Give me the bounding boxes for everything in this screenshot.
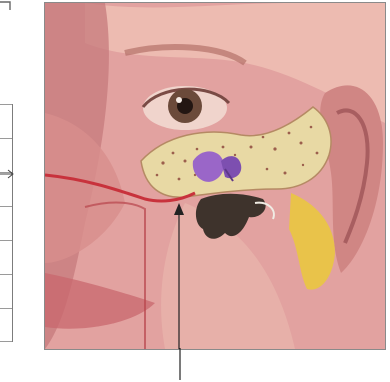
illustration-frame: [44, 2, 386, 350]
corner-mark: [0, 0, 18, 12]
label-line: [0, 138, 12, 139]
label-line: [0, 206, 12, 207]
ear-cross-section-illustration: [45, 3, 385, 349]
label-line: [0, 240, 12, 241]
label-line: [0, 274, 12, 275]
eye-highlight: [176, 97, 182, 103]
label-lines-panel: [0, 104, 13, 342]
left-pointer-arrow: [0, 166, 46, 182]
bottom-pointer-line: [176, 348, 184, 380]
label-line: [0, 104, 12, 105]
label-line: [0, 308, 12, 309]
label-line: [0, 341, 12, 342]
